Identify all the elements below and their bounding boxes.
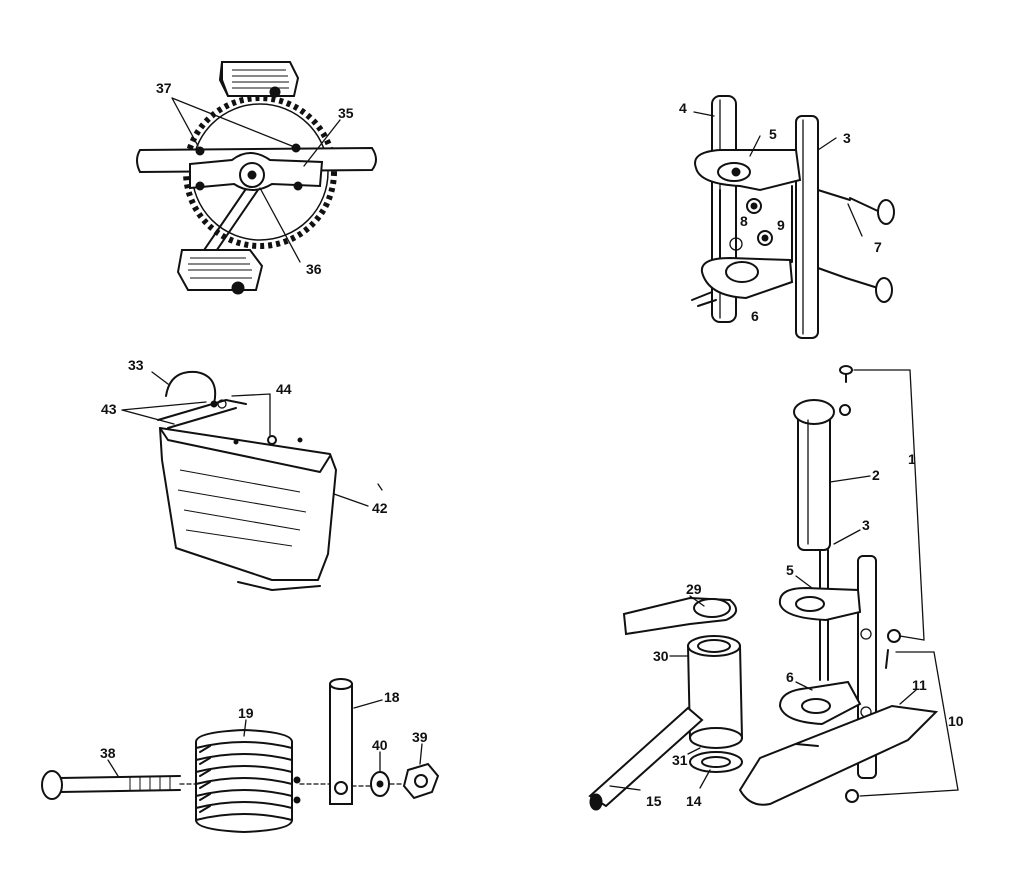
label-7: 7 <box>874 239 882 255</box>
label-29: 29 <box>686 581 702 597</box>
label-3-lower: 3 <box>862 517 870 533</box>
label-30: 30 <box>653 648 669 664</box>
label-10: 10 <box>948 713 964 729</box>
basket-assembly: 33 43 44 42 <box>101 357 388 591</box>
label-31: 31 <box>672 752 688 768</box>
spring-bolt-assembly: 19 18 38 40 39 <box>41 678 440 834</box>
lower-pedal <box>176 249 264 295</box>
label-44: 44 <box>276 381 292 397</box>
basket-body <box>159 427 337 581</box>
label-38: 38 <box>100 745 116 761</box>
label-43: 43 <box>101 401 117 417</box>
label-36: 36 <box>306 261 322 277</box>
label-19: 19 <box>238 705 254 721</box>
basket-handle <box>165 370 217 405</box>
label-8: 8 <box>740 213 748 229</box>
seat-clamp-assembly: 4 5 3 8 9 7 6 <box>679 95 895 339</box>
handle-grip <box>797 413 831 551</box>
label-9: 9 <box>777 217 785 233</box>
spring-19 <box>195 728 301 834</box>
label-11: 11 <box>912 677 927 693</box>
label-3-upper: 3 <box>843 130 851 146</box>
label-14: 14 <box>686 793 702 809</box>
label-4: 4 <box>679 100 687 116</box>
label-15: 15 <box>646 793 662 809</box>
upper-pedal <box>218 61 300 98</box>
bolt-38 <box>41 770 181 800</box>
pedal-sprocket-assembly: 37 35 36 <box>136 61 377 295</box>
mounting-bracket <box>157 399 247 429</box>
label-6-upper: 6 <box>751 308 759 324</box>
label-35: 35 <box>338 105 354 121</box>
label-37: 37 <box>156 80 172 96</box>
label-5-upper: 5 <box>769 126 777 142</box>
label-39: 39 <box>412 729 428 745</box>
crank-arm <box>199 179 263 261</box>
label-2: 2 <box>872 467 880 483</box>
wheel-guard <box>738 704 939 806</box>
frame-bar <box>795 115 819 339</box>
label-40: 40 <box>372 737 388 753</box>
label-6-lower: 6 <box>786 669 794 685</box>
label-42: 42 <box>372 500 388 516</box>
label-18: 18 <box>384 689 400 705</box>
carriage-bolt-upper <box>817 189 895 225</box>
label-1: 1 <box>908 451 916 467</box>
carriage-bolt-lower <box>817 267 893 303</box>
label-5-lower: 5 <box>786 562 794 578</box>
fork-assembly: 1 2 3 5 29 30 6 11 10 31 14 15 <box>588 365 964 811</box>
label-33: 33 <box>128 357 144 373</box>
